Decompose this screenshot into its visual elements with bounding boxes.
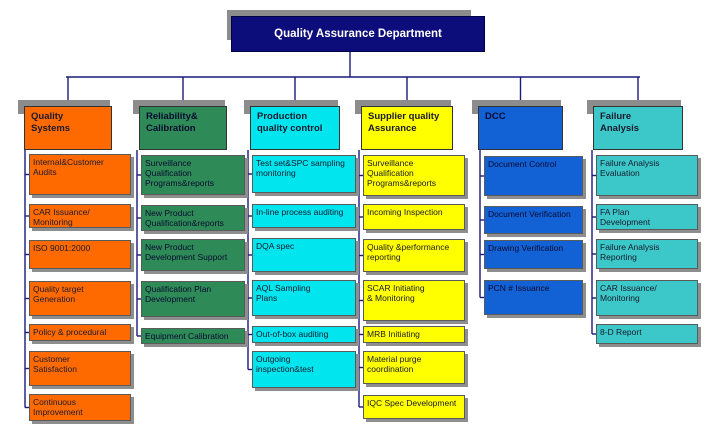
header-reliability-calibration: Reliability&Calibration [139,106,227,150]
item-dcc-2: Drawing Verification [484,240,583,269]
item-production-quality-control-1: In-line process auditing [252,204,356,228]
item-quality-systems-1: CAR Issuance/Monitoring [29,204,131,228]
item-production-quality-control-4: Out-of-box auditing [252,326,356,343]
item-dcc-1: Document Verification [484,206,583,234]
page-title: Quality Assurance Department [231,16,485,52]
item-quality-systems-4: Policy & procedural [29,324,131,341]
item-failure-analysis-4: 8-D Report [596,324,698,344]
item-production-quality-control-2: DQA spec [252,238,356,272]
item-supplier-quality-assurance-3: SCAR Initiating& Monitoring [363,280,465,321]
item-supplier-quality-assurance-4: MRB Initiating [363,326,465,343]
item-quality-systems-2: ISO 9001:2000 [29,240,131,269]
item-dcc-3: PCN # Issuance [484,280,583,315]
item-dcc-0: Document Control [484,156,583,196]
item-supplier-quality-assurance-6: IQC Spec Development [363,395,465,419]
item-supplier-quality-assurance-1: Incoming Inspection [363,204,465,230]
item-reliability-calibration-4: Equipment Calibration [141,328,245,344]
header-dcc: DCC [478,106,563,150]
item-failure-analysis-3: CAR Issuance/Monitoring [596,280,698,316]
